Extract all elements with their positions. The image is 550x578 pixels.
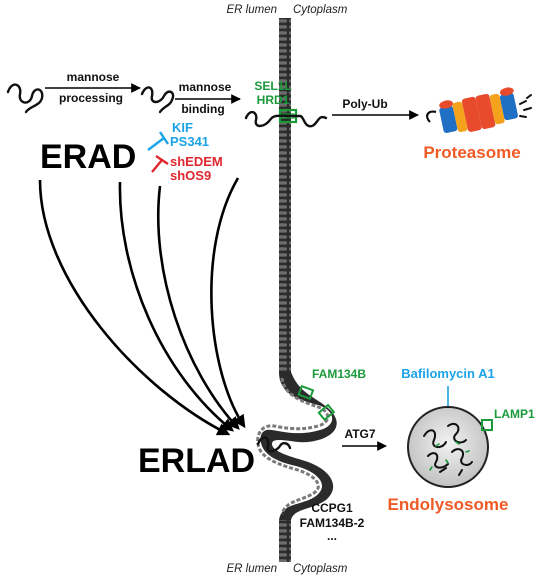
erlad-protein: [256, 436, 292, 453]
top-er-lumen-label: ER lumen: [227, 4, 278, 16]
erad-to-erlad-arrow-3: [156, 185, 240, 430]
shos9-label: shOS9: [170, 168, 211, 183]
erlad-label: ERLAD: [138, 442, 255, 480]
misfolded-protein-2: [140, 86, 175, 114]
bottom-cytoplasm-label: Cytoplasm: [293, 563, 348, 575]
erad-to-erlad-arrow-4: [210, 177, 246, 429]
hrd1-label: HRD1: [257, 93, 290, 107]
fam134b-2-label: FAM134B-2: [300, 516, 365, 530]
top-cytoplasm-label: Cytoplasm: [293, 4, 348, 16]
fam134b-label: FAM134B: [312, 367, 366, 381]
ccpg1-label: CCPG1: [311, 501, 353, 515]
kif-inhibition-bar: [159, 131, 169, 145]
erad-to-erlad-arrow-1: [38, 179, 231, 436]
erad-to-erlad-arrow-2: [118, 181, 235, 432]
mannose-binding-label-1: mannose: [179, 80, 232, 94]
translocating-protein: [244, 110, 328, 128]
proteasome-label: Proteasome: [423, 143, 520, 162]
er-membrane: [256, 18, 337, 562]
ellipsis-label: ...: [327, 529, 337, 543]
endolysosome-icon: [407, 406, 493, 488]
sel1l-label: SEL1L: [254, 79, 291, 93]
proteasome-icon: [426, 87, 532, 133]
lamp1-label: LAMP1: [494, 407, 535, 421]
fam134b-receptor-1: [297, 384, 315, 401]
kif-inhibition-icon: [147, 137, 165, 151]
ps341-label: PS341: [170, 134, 209, 149]
endolysosome-label: Endolysosome: [388, 495, 509, 514]
mannose-processing-label-2: processing: [59, 91, 123, 105]
fam134b-receptor-2: [317, 403, 336, 422]
bafilomycin-label: Bafilomycin A1: [401, 366, 494, 381]
shedem-label: shEDEM: [170, 154, 223, 169]
kif-label: KIF: [172, 120, 193, 135]
poly-ub-label: Poly-Ub: [342, 97, 387, 111]
atg7-label: ATG7: [344, 427, 375, 441]
erad-label: ERAD: [40, 138, 136, 176]
shedem-inhibition-icon: [151, 159, 163, 173]
shedem-inhibition-bar: [155, 155, 169, 165]
mannose-binding-label-2: binding: [181, 102, 224, 116]
misfolded-protein-1: [6, 83, 44, 114]
mannose-processing-label-1: mannose: [67, 70, 120, 84]
bottom-er-lumen-label: ER lumen: [227, 563, 278, 575]
